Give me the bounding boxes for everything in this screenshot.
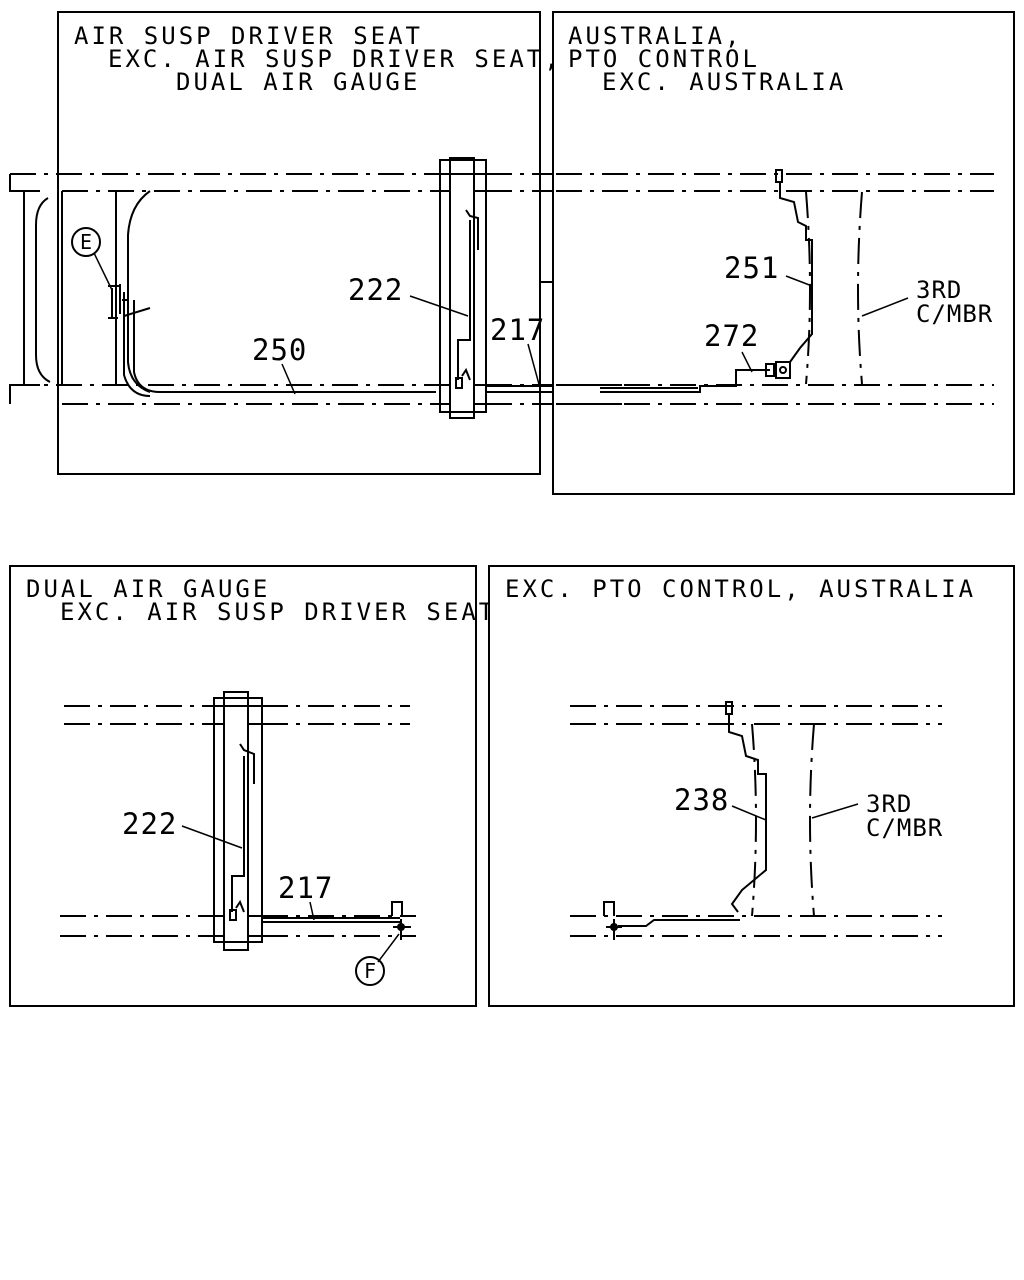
panel-bottom-left-title-2: EXC. AIR SUSP DRIVER SEAT (60, 598, 496, 626)
leader-222-bl (181, 825, 243, 849)
frame-rail-upper-bl (64, 705, 410, 725)
frame-rail-upper (10, 173, 556, 192)
air-pipe-251 (775, 169, 813, 363)
third-cross-member-br (751, 723, 815, 917)
air-pipe-272 (600, 361, 791, 393)
frame-rail-lower-right (556, 384, 994, 405)
leader-222 (409, 295, 469, 317)
panel-bottom-left: F 222 217 DUAL AIR GAUGE EXC. AIR SUSP D… (9, 565, 496, 1007)
member-label-br-line-2: C/MBR (866, 814, 943, 842)
frame-rail-lower-bl (60, 915, 416, 937)
part-number-222-bl: 222 (122, 807, 177, 841)
third-cross-member (805, 191, 863, 385)
body-mount-crossmember (439, 157, 487, 419)
air-pipe-250 (123, 300, 436, 397)
panel-top-left-frame (57, 11, 541, 475)
body-mount-crossmember-bl (213, 691, 263, 951)
panel-top-left-title-1: AIR SUSP DRIVER SEAT (74, 22, 423, 50)
front-cross-member-inner (127, 190, 151, 393)
part-number-251: 251 (724, 251, 779, 285)
panel-top-left: E D 222 250 217 AIR SUSP DRIVER SEAT EXC… (9, 11, 623, 475)
member-label-br-line-1: 3RD (866, 790, 912, 818)
panel-bottom-right-title-1: EXC. PTO CONTROL, AUSTRALIA (505, 575, 976, 603)
air-pipe-238 (618, 701, 767, 927)
part-number-217-bl: 217 (278, 871, 333, 905)
part-number-217: 217 (490, 313, 545, 347)
bracket-e (108, 284, 151, 322)
panel-bottom-right: 238 3RD C/MBR EXC. PTO CONTROL, AUSTRALI… (488, 565, 1015, 1007)
leader-3rd-cmbr-br (811, 803, 859, 819)
air-pipe-217-bl (262, 917, 400, 923)
callout-e-circle (71, 227, 101, 257)
frame-rail-upper-br (570, 705, 942, 725)
callout-f-label: F (364, 959, 376, 983)
frame-rail-lower-br (570, 915, 942, 937)
member-label-line-1: 3RD (916, 276, 962, 304)
panel-top-right-title-2: PTO CONTROL (568, 45, 760, 73)
panel-bottom-left-title-1: DUAL AIR GAUGE (26, 575, 270, 603)
panel-top-left-title-3: DUAL AIR GAUGE (176, 68, 420, 96)
leader-f (377, 933, 400, 963)
part-number-250: 250 (252, 333, 307, 367)
part-number-222: 222 (348, 273, 403, 307)
member-label-line-2: C/MBR (916, 300, 993, 328)
panel-top-left-title-2: EXC. AIR SUSP DRIVER SEAT, (108, 45, 562, 73)
connector-br (603, 901, 622, 940)
leader-251 (785, 275, 813, 287)
panel-bottom-right-frame (488, 565, 1015, 1007)
panel-top-right-title-3: EXC. AUSTRALIA (602, 68, 846, 96)
connector-f (391, 901, 411, 940)
part-number-238: 238 (674, 783, 729, 817)
leader-217 (527, 343, 541, 389)
leader-3rd-cmbr (861, 297, 909, 317)
part-number-272: 272 (704, 319, 759, 353)
front-cross-member (9, 174, 117, 404)
leader-250 (281, 363, 296, 395)
leader-272 (741, 351, 753, 373)
panel-top-right-title-1: AUSTRALIA, (568, 22, 743, 50)
panel-top-right-frame (552, 11, 1015, 495)
callout-e-label: E (80, 230, 92, 254)
panel-top-right: 251 272 3RD C/MBR AUSTRALIA, PTO CONTROL… (552, 11, 1015, 495)
leader-217-bl (309, 901, 315, 921)
leader-e (93, 252, 113, 291)
leader-238 (731, 805, 767, 821)
callout-f-circle (355, 956, 385, 986)
